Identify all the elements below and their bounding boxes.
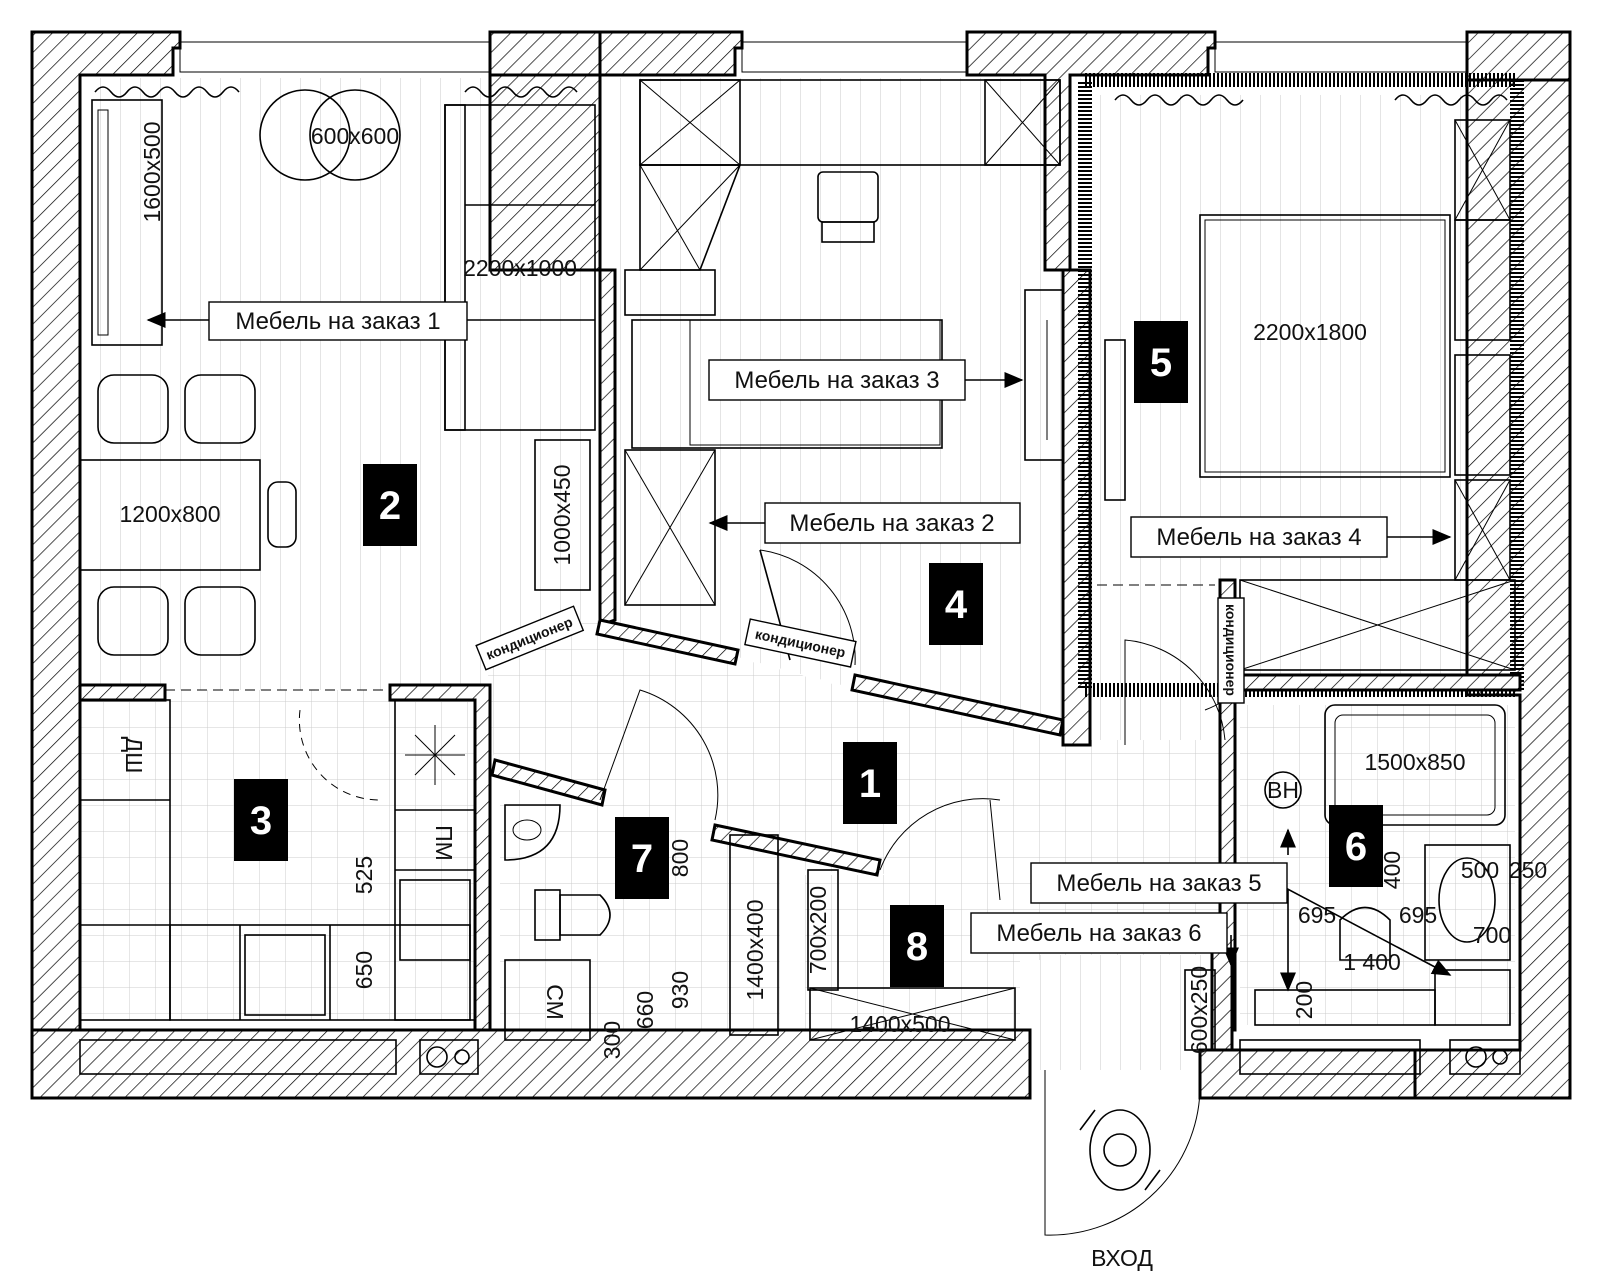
appliance-labels: ДШ ПМ СМ ВН <box>121 737 1299 1020</box>
kitchen-furniture <box>79 699 476 1068</box>
room-badge-4: 4 <box>929 563 983 645</box>
svg-text:800: 800 <box>667 839 693 877</box>
dining-table <box>79 459 261 571</box>
dim-sofa: 2200x1000 <box>463 255 577 281</box>
shelf-left <box>91 99 163 346</box>
svg-text:525: 525 <box>351 856 377 894</box>
svg-text:6: 6 <box>1345 825 1367 869</box>
room-badge-5: 5 <box>1134 321 1188 403</box>
cabinet-living <box>534 439 591 591</box>
callout-3: Мебель на заказ 3 <box>734 367 939 394</box>
room-badge-6: 6 <box>1329 805 1383 887</box>
svg-text:695: 695 <box>1399 902 1437 928</box>
dim-dining-table: 1200x800 <box>119 501 220 527</box>
svg-text:8: 8 <box>906 925 928 969</box>
dim-hall-cabinet: 1400x500 <box>849 1011 950 1037</box>
dim-shelf-left: 1600x500 <box>139 121 165 222</box>
svg-text:7: 7 <box>631 837 653 881</box>
svg-text:500: 500 <box>1461 857 1499 883</box>
svg-text:2: 2 <box>379 484 401 528</box>
dim-round-table: 600x600 <box>311 123 399 149</box>
hall-fixtures <box>807 869 1216 1051</box>
room-badge-7: 7 <box>615 817 669 899</box>
callout-5: Мебель на заказ 5 <box>1056 870 1261 897</box>
dim-bed: 2200x1800 <box>1253 319 1367 345</box>
dim-bath: 1500x850 <box>1364 749 1465 775</box>
room-badge-1: 1 <box>843 742 897 824</box>
bed-room-5 <box>1199 214 1451 478</box>
living-room-furniture <box>79 89 596 656</box>
room-badge-8: 8 <box>890 905 944 987</box>
svg-text:1: 1 <box>859 762 881 806</box>
dim-wardrobe-hall: 1400x400 <box>742 899 768 1000</box>
bathroom-7-fixtures <box>504 804 779 1041</box>
callout-4: Мебель на заказ 4 <box>1156 524 1361 551</box>
callouts: Мебель на заказ 1 Мебель на заказ 2 Мебе… <box>146 301 1452 992</box>
dishwasher-label: ДШ <box>121 737 147 774</box>
room-5-furniture <box>1104 119 1516 671</box>
entrance-label: ВХОД <box>1091 1245 1153 1271</box>
dimension-labels: 600x600 2200x1000 1600x500 1200x800 1000… <box>119 121 1547 1059</box>
svg-text:695: 695 <box>1298 902 1336 928</box>
svg-text:5: 5 <box>1150 341 1172 385</box>
kitchen-appliance-label: ПМ <box>431 825 457 861</box>
svg-text:250: 250 <box>1509 857 1547 883</box>
svg-text:300: 300 <box>599 1021 625 1059</box>
dim-hall-shelf: 700x200 <box>805 886 831 974</box>
room-badge-3: 3 <box>234 779 288 861</box>
dim-entry-cabinet: 600x250 <box>1186 966 1212 1054</box>
water-heater-label: ВН <box>1267 777 1299 803</box>
callout-1: Мебель на заказ 1 <box>235 308 440 335</box>
svg-text:930: 930 <box>667 971 693 1009</box>
svg-text:200: 200 <box>1291 981 1317 1019</box>
person-icon <box>1079 1109 1161 1191</box>
svg-text:650: 650 <box>351 951 377 989</box>
ac-labels: кондиционер кондиционер кондиционер <box>475 597 1245 704</box>
ac-label-3: кондиционер <box>1223 604 1239 696</box>
walls <box>30 30 1572 1100</box>
svg-text:1 400: 1 400 <box>1343 949 1401 975</box>
svg-text:660: 660 <box>632 991 658 1029</box>
dim-cabinet-living: 1000x450 <box>549 464 575 565</box>
svg-text:700: 700 <box>1473 922 1511 948</box>
curtains <box>94 86 1508 106</box>
room-badge-2: 2 <box>363 464 417 546</box>
round-table-2 <box>309 89 401 181</box>
callout-6: Мебель на заказ 6 <box>996 920 1201 947</box>
round-table-1 <box>259 89 351 181</box>
desk-chair <box>817 171 879 243</box>
svg-text:4: 4 <box>945 583 968 627</box>
room-numbers: 1 2 3 4 5 6 7 8 <box>234 321 1383 987</box>
doors <box>165 549 1226 1236</box>
shelf-room-4 <box>1024 289 1064 461</box>
chairs <box>97 374 297 656</box>
svg-text:3: 3 <box>250 799 272 843</box>
washing-machine-label: СМ <box>542 984 568 1020</box>
bathroom-6-fixtures <box>1254 704 1511 1068</box>
callout-2: Мебель на заказ 2 <box>789 510 994 537</box>
svg-text:400: 400 <box>1379 851 1405 889</box>
